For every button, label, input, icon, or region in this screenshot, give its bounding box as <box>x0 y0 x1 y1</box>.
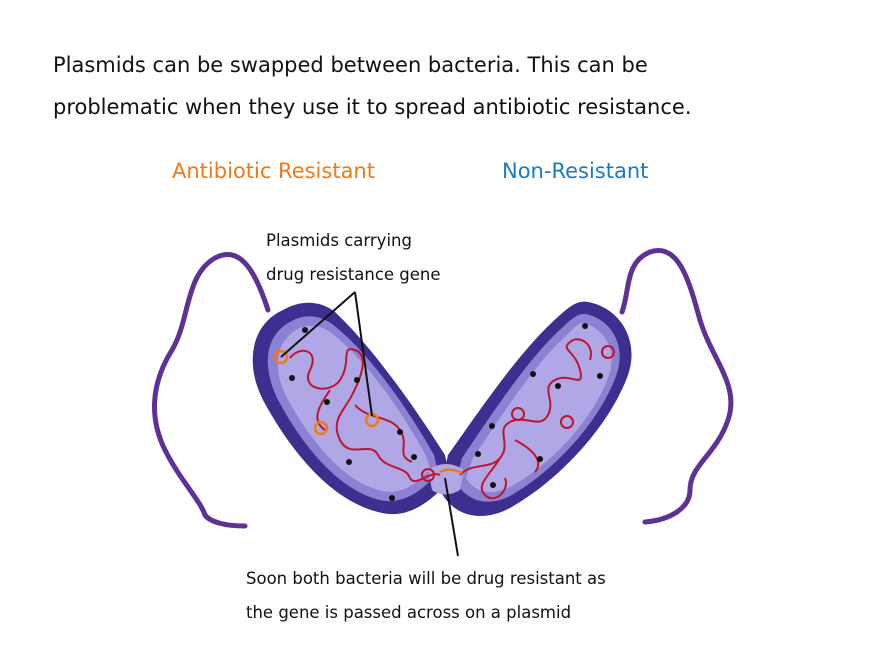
left-granules <box>289 327 417 501</box>
transfer-annotation-line-1: Soon both bacteria will be drug resistan… <box>246 569 606 588</box>
right-plasmid-3 <box>560 415 574 429</box>
plasmid-leader-line-1 <box>280 291 356 358</box>
intro-text: Plasmids can be swapped between bacteria… <box>53 44 853 128</box>
left-plasmid-resistant-1 <box>273 349 289 365</box>
left-plasmid-resistant-3 <box>313 420 329 436</box>
right-cell-cytoplasm <box>466 322 612 493</box>
left-cell-cytoplasm <box>277 325 430 492</box>
right-flagellum <box>619 248 734 525</box>
non-resistant-bacterium <box>440 301 632 517</box>
heading-antibiotic-resistant: Antibiotic Resistant <box>172 159 375 183</box>
resistant-bacterium <box>252 302 450 515</box>
right-chromosome-dna <box>459 338 592 500</box>
transferring-plasmid <box>439 468 463 475</box>
intro-line-1: Plasmids can be swapped between bacteria… <box>53 53 648 77</box>
right-granules <box>475 323 603 488</box>
right-plasmid-1 <box>601 345 615 359</box>
transfer-leader-line <box>444 477 459 557</box>
left-plasmid <box>421 468 435 482</box>
plasmid-annotation-line-1: Plasmids carrying <box>266 231 412 250</box>
transfer-annotation-line-2: the gene is passed across on a plasmid <box>246 603 572 622</box>
transfer-annotation: Soon both bacteria will be drug resistan… <box>246 562 606 630</box>
heading-non-resistant: Non-Resistant <box>502 159 649 183</box>
intro-line-2: problematic when they use it to spread a… <box>53 95 692 119</box>
right-plasmid-2 <box>511 407 525 421</box>
plasmid-annotation: Plasmids carrying drug resistance gene <box>266 224 441 292</box>
plasmid-leader-line-2 <box>354 291 373 417</box>
left-flagellum <box>152 252 271 529</box>
plasmid-annotation-line-2: drug resistance gene <box>266 265 441 284</box>
